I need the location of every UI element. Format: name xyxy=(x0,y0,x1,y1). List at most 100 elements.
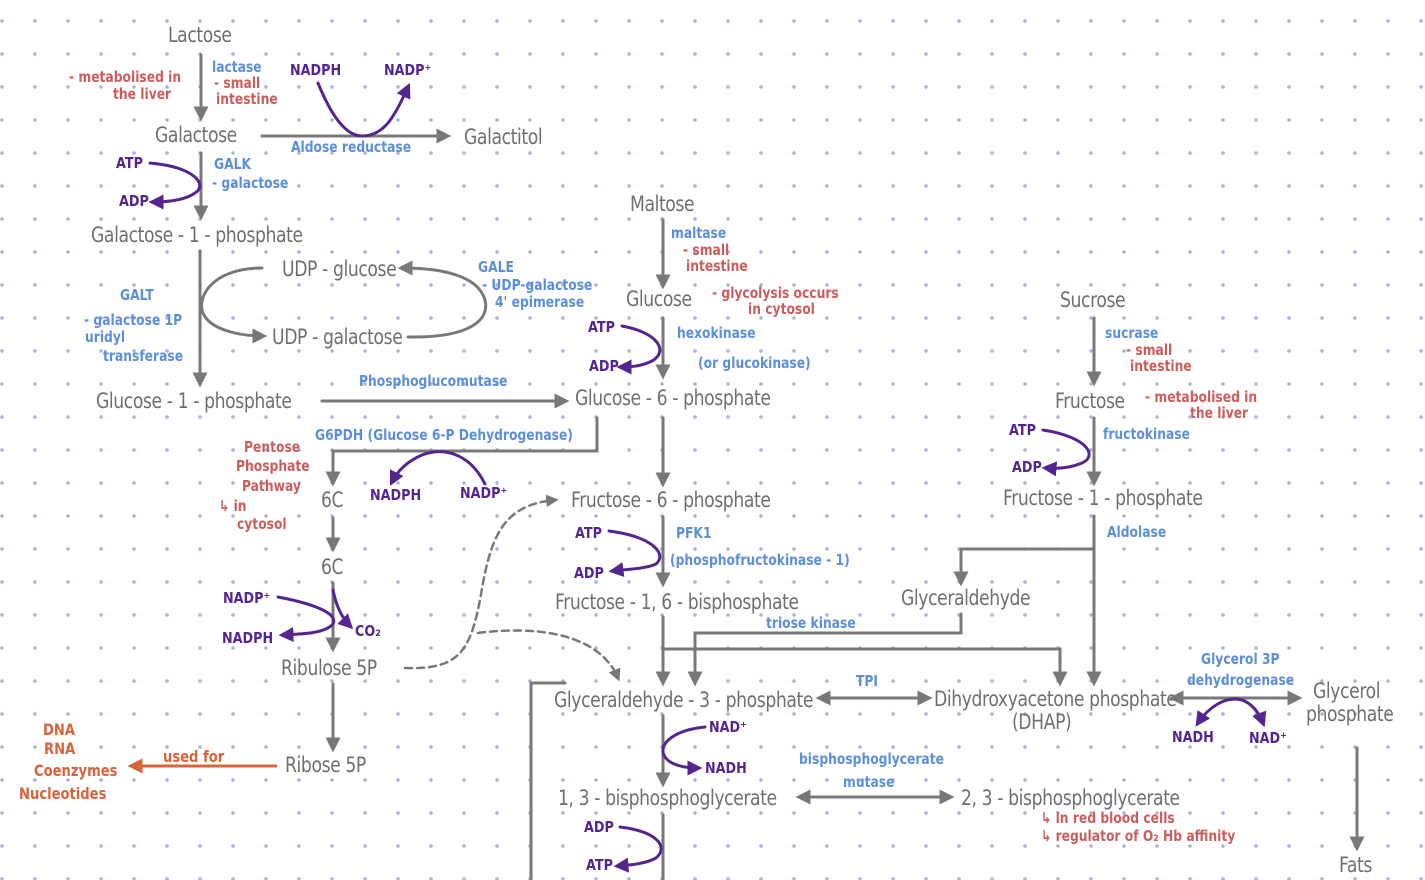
enzyme-lactase: lactase xyxy=(212,58,262,76)
product-dna: DNA xyxy=(43,720,76,739)
dashed-ribulose-f6p xyxy=(403,494,559,670)
enzyme-galt-detail-3: transferase xyxy=(103,347,184,365)
note-ppp-1: Pentose xyxy=(244,438,301,456)
arrow-g6p-ppp xyxy=(325,416,599,487)
molecule-2-3-bisphosphoglycerate: 2, 3 - bisphosphoglycerate xyxy=(961,786,1180,810)
bracket-left xyxy=(529,681,567,880)
molecule-glucose-1-phosphate: Glucose - 1 - phosphate xyxy=(96,389,292,413)
curve-atp-adp-fk xyxy=(1041,428,1091,477)
curve-nadh-nad-g3pdh xyxy=(1195,697,1267,728)
enzyme-triose-kinase: triose kinase xyxy=(766,614,856,632)
curve-adp-atp-pgk xyxy=(613,825,663,873)
cofactor-atp-galk: ATP xyxy=(116,154,143,172)
note-ppp-2: Phosphate xyxy=(236,457,310,475)
molecule-galactose: Galactose xyxy=(155,123,237,147)
molecule-6c-second: 6C xyxy=(321,555,344,579)
arrow-f1p-glyceraldehyde xyxy=(953,547,1096,587)
molecule-sucrose: Sucrose xyxy=(1060,288,1126,312)
note-glycolysis-site-1: - glycolysis occurs xyxy=(712,284,839,302)
enzyme-galk-detail: - galactose xyxy=(212,174,289,192)
cofactor-nadh-gapdh: NADH xyxy=(705,759,747,777)
cofactor-atp-pgk: ATP xyxy=(586,856,613,874)
enzyme-glucokinase: (or glucokinase) xyxy=(698,354,811,372)
note-ppp-3: Pathway xyxy=(242,477,301,495)
note-ppp-4: ↳ in xyxy=(219,497,247,515)
curve-nadp-nadph-ppp xyxy=(276,595,336,643)
enzyme-hexokinase: hexokinase xyxy=(677,324,756,342)
cofactor-atp-fk: ATP xyxy=(1009,421,1036,439)
curve-atp-adp-pfk xyxy=(607,529,662,578)
curve-atp-adp-hk xyxy=(616,324,662,375)
cofactor-adp-fk: ADP xyxy=(1012,458,1042,476)
note-fructose-liver-1: - metabolised in xyxy=(1145,388,1258,406)
molecule-ribose-5p: Ribose 5P xyxy=(285,753,366,777)
molecule-fructose-6-phosphate: Fructose - 6 - phosphate xyxy=(571,488,771,512)
enzyme-glycerol-3p-dh: Glycerol 3P xyxy=(1201,650,1280,668)
molecule-glyceraldehyde-3-phosphate: Glyceraldehyde - 3 - phosphate xyxy=(554,688,814,712)
curve-atp-adp-galk xyxy=(148,161,202,210)
enzyme-tpi: TPI xyxy=(856,672,878,690)
label-used-for: used for xyxy=(163,747,225,766)
note-bpg23-regulator: ↳ regulator of O₂ Hb affinity xyxy=(1041,827,1236,845)
curve-nadph-nadp-aldose xyxy=(316,81,411,138)
enzyme-glycerol-3p-dh-line2: dehydrogenase xyxy=(1187,671,1295,689)
molecule-glycerol-phosphate-line2: phosphate xyxy=(1306,702,1394,726)
enzyme-galt-detail-2: uridyl xyxy=(85,328,126,346)
curve-nadp-nadph-g6pdh xyxy=(389,450,487,487)
enzyme-galt-detail-1: - galactose 1P xyxy=(84,311,183,329)
molecule-6c-first: 6C xyxy=(321,488,344,512)
enzyme-pfk1: PFK1 xyxy=(676,524,712,542)
enzyme-g6pdh: G6PDH (Glucose 6-P Dehydrogenase) xyxy=(315,426,573,444)
enzyme-phosphoglucomutase: Phosphoglucomutase xyxy=(359,372,508,390)
dashed-ribulose-g3p xyxy=(476,629,621,682)
enzyme-fructokinase: fructokinase xyxy=(1103,425,1190,443)
molecule-dhap: Dihydroxyacetone phosphate xyxy=(934,687,1177,711)
cofactor-co2: CO₂ xyxy=(355,622,381,640)
molecule-lactose: Lactose xyxy=(168,23,232,47)
enzyme-bpg-mutase: bisphosphoglycerate xyxy=(799,750,944,768)
enzyme-galk: GALK xyxy=(214,155,251,173)
arrow-udpglucose-udpgalactose xyxy=(200,266,268,344)
note-ppp-5: cytosol xyxy=(237,515,287,533)
molecule-glyceraldehyde: Glyceraldehyde xyxy=(901,586,1031,610)
enzyme-maltase: maltase xyxy=(671,224,727,242)
product-nucleotides: Nucleotides xyxy=(19,784,107,803)
molecule-glucose: Glucose xyxy=(626,287,692,311)
cofactor-nadp-g6pdh: NADP⁺ xyxy=(460,484,508,502)
product-rna: RNA xyxy=(44,739,76,758)
cofactor-adp-hk: ADP xyxy=(589,357,619,375)
molecule-dhap-abbrev: (DHAP) xyxy=(1012,710,1072,734)
note-bpg23-rbc: ↳ in red blood cells xyxy=(1041,809,1175,827)
molecule-fructose: Fructose xyxy=(1055,389,1125,413)
arrow-f16bp-dhap xyxy=(661,647,1068,687)
note-lactose-liver-2: the liver xyxy=(113,85,172,103)
molecule-fructose-1-6-bisphosphate: Fructose - 1, 6 - bisphosphate xyxy=(555,590,799,614)
curve-co2 xyxy=(331,588,354,630)
molecule-galactose-1-phosphate: Galactose - 1 - phosphate xyxy=(91,223,303,247)
note-maltase-site-1: - small xyxy=(683,241,730,259)
molecule-fructose-1-phosphate: Fructose - 1 - phosphate xyxy=(1003,486,1203,510)
enzyme-pfk1-full: (phosphofructokinase - 1) xyxy=(670,551,850,569)
molecule-glycerol-phosphate: Glycerol xyxy=(1313,679,1381,703)
enzyme-gale-detail-1: - UDP-galactose xyxy=(482,276,593,294)
molecule-galactitol: Galactitol xyxy=(464,125,543,149)
curve-nad-nadh-gapdh xyxy=(661,725,707,776)
cofactor-nadp-ppp: NADP⁺ xyxy=(223,589,271,607)
cofactor-nadph-ppp: NADPH xyxy=(222,629,274,647)
arrow-glyceraldehyde-g3p xyxy=(687,612,963,687)
note-sucrase-site-1: - small xyxy=(1126,341,1173,359)
cofactor-nadh-g3pdh: NADH xyxy=(1172,728,1214,746)
note-fructose-liver-2: the liver xyxy=(1190,404,1249,422)
note-sucrase-site-2: intestine xyxy=(1130,357,1192,375)
cofactor-nadph-aldose: NADPH xyxy=(290,61,342,79)
molecule-1-3-bisphosphoglycerate: 1, 3 - bisphosphoglycerate xyxy=(558,786,777,810)
cofactor-nad-g3pdh: NAD⁺ xyxy=(1249,729,1287,747)
enzyme-aldose-reductase: Aldose reductase xyxy=(291,138,412,156)
cofactor-nad-gapdh: NAD⁺ xyxy=(709,718,747,736)
molecule-fats: Fats xyxy=(1339,853,1372,877)
note-lactose-liver-1: - metabolised in xyxy=(69,68,182,86)
molecule-ribulose-5p: Ribulose 5P xyxy=(281,656,377,680)
cofactor-atp-pfk: ATP xyxy=(575,524,602,542)
note-lactase-site-2: intestine xyxy=(216,90,278,108)
